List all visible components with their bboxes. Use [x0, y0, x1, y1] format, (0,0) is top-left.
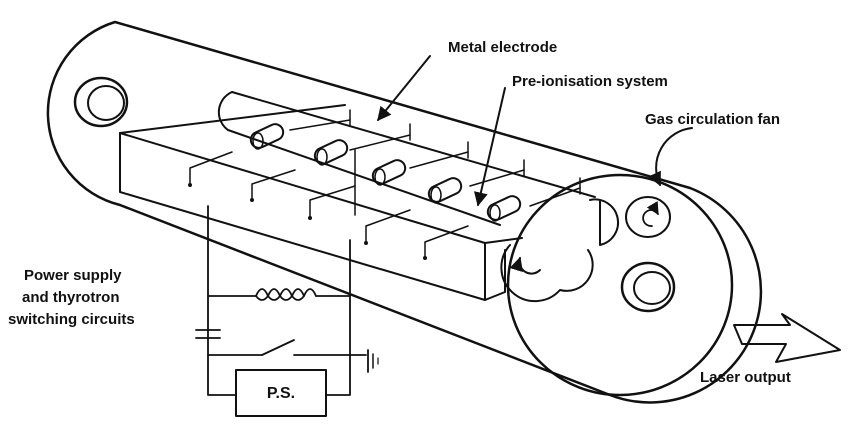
left-window-port [73, 76, 129, 128]
end-cap [500, 173, 734, 397]
electrode-plates [188, 109, 581, 260]
metal-electrode-label: Metal electrode [448, 39, 557, 56]
rod [486, 195, 522, 222]
rod [249, 123, 285, 150]
pre-ionisation-rods [249, 123, 522, 222]
leader-lines [377, 55, 693, 207]
inner-channel [217, 91, 596, 226]
power-supply-label-3: switching circuits [8, 311, 135, 328]
power-circuit [195, 205, 379, 417]
laser-output-arrow [733, 313, 841, 363]
power-supply-label-2: and thyrotron [22, 289, 120, 306]
electrode-bar [119, 104, 523, 301]
power-supply-label-1: Power supply [24, 267, 122, 284]
ps-label: P.S. [267, 385, 295, 402]
laser-output-label: Laser output [700, 369, 791, 386]
tube-body [46, 20, 763, 404]
gas-fan-label: Gas circulation fan [645, 111, 780, 128]
rod [371, 159, 407, 186]
rod [313, 139, 349, 166]
ps-box [235, 369, 327, 417]
rod [427, 177, 463, 204]
pre-ionisation-label: Pre-ionisation system [512, 73, 668, 90]
